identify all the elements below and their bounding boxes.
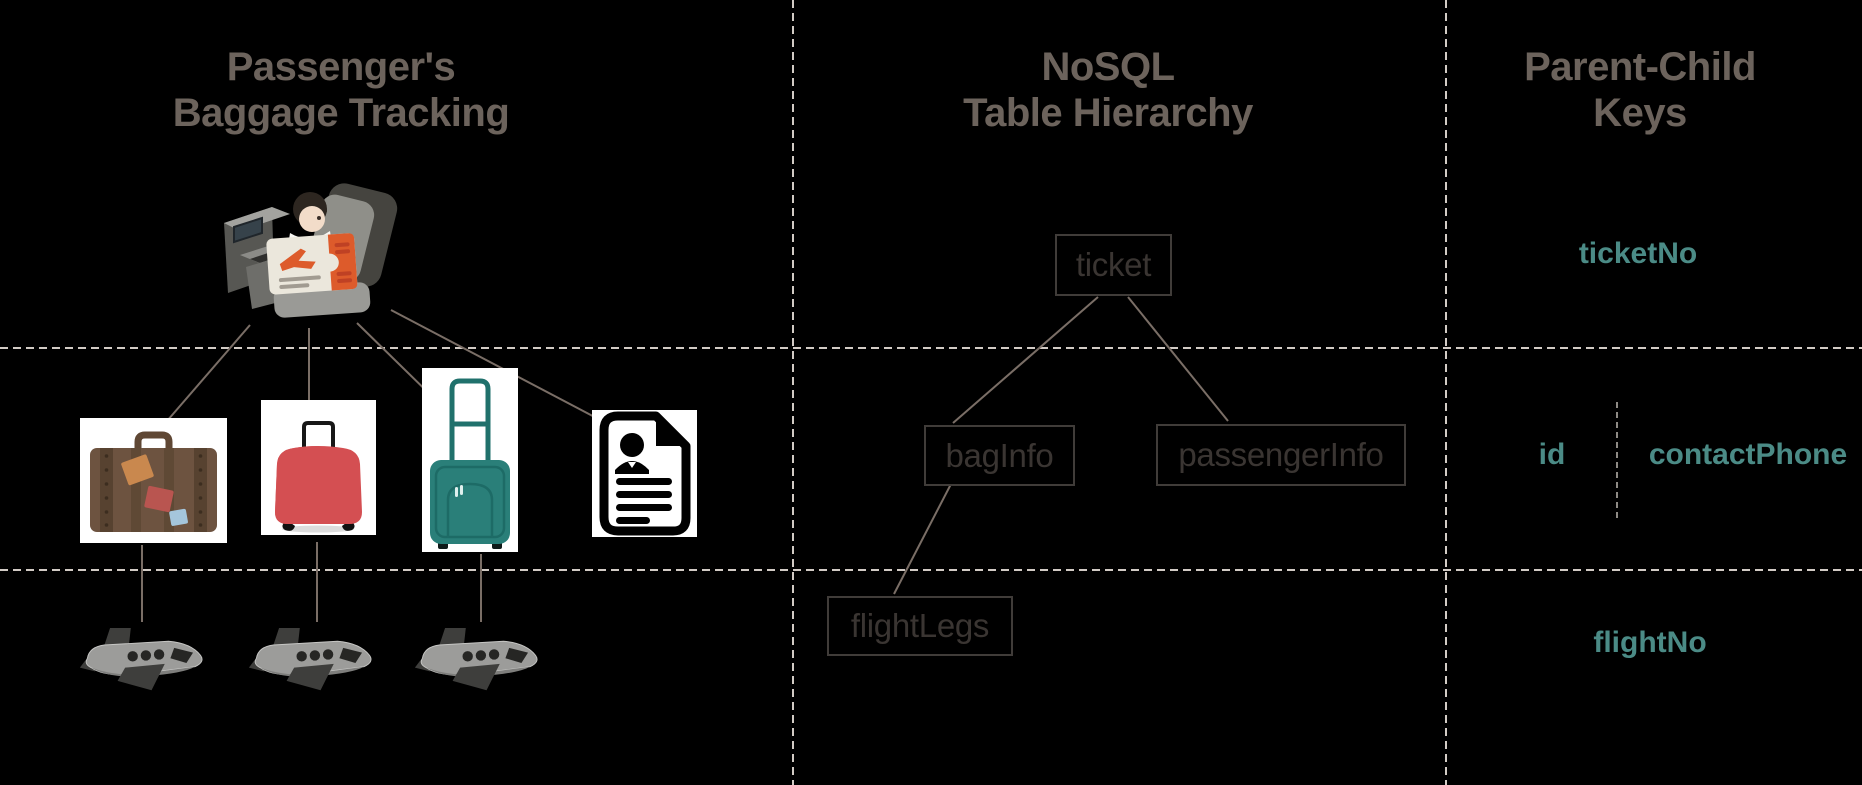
node-flightlegs-label: flightLegs bbox=[850, 607, 990, 644]
right-title-line1: Parent-Child bbox=[1524, 45, 1756, 89]
left-title-line2: Baggage Tracking bbox=[172, 91, 510, 135]
key-contactphone: contactPhone bbox=[1648, 438, 1848, 471]
teal-suitcase-image bbox=[422, 368, 518, 552]
node-ticket-label: ticket bbox=[1075, 246, 1152, 283]
red-suitcase-image bbox=[261, 400, 376, 535]
airplane-icon-2 bbox=[248, 627, 372, 691]
node-baginfo: bagInfo bbox=[924, 425, 1075, 486]
key-id: id bbox=[1538, 438, 1566, 471]
middle-title-line2: Table Hierarchy bbox=[963, 91, 1253, 135]
left-column-title: Passenger's Baggage Tracking bbox=[173, 44, 510, 136]
boarding-pass-icon bbox=[266, 233, 358, 295]
node-ticket: ticket bbox=[1055, 234, 1172, 296]
vintage-suitcase-image bbox=[80, 418, 227, 543]
passenger-document-icon bbox=[592, 410, 697, 537]
left-title-line1: Passenger's bbox=[226, 45, 456, 89]
key-ticketno: ticketNo bbox=[1578, 237, 1698, 270]
middle-title-line1: NoSQL bbox=[1041, 45, 1175, 89]
checkin-kiosk-image bbox=[224, 183, 398, 318]
node-flightlegs: flightLegs bbox=[827, 596, 1013, 656]
right-title-line2: Keys bbox=[1593, 91, 1687, 135]
middle-column-title: NoSQL Table Hierarchy bbox=[963, 44, 1253, 136]
node-baginfo-label: bagInfo bbox=[945, 436, 1054, 474]
node-passengerinfo: passengerInfo bbox=[1156, 424, 1406, 486]
node-passengerinfo-label: passengerInfo bbox=[1178, 436, 1384, 473]
airplane-icon-3 bbox=[414, 627, 538, 691]
airplane-icon-1 bbox=[79, 627, 203, 691]
key-flightno: flightNo bbox=[1593, 626, 1707, 659]
right-column-title: Parent-Child Keys bbox=[1524, 44, 1756, 136]
